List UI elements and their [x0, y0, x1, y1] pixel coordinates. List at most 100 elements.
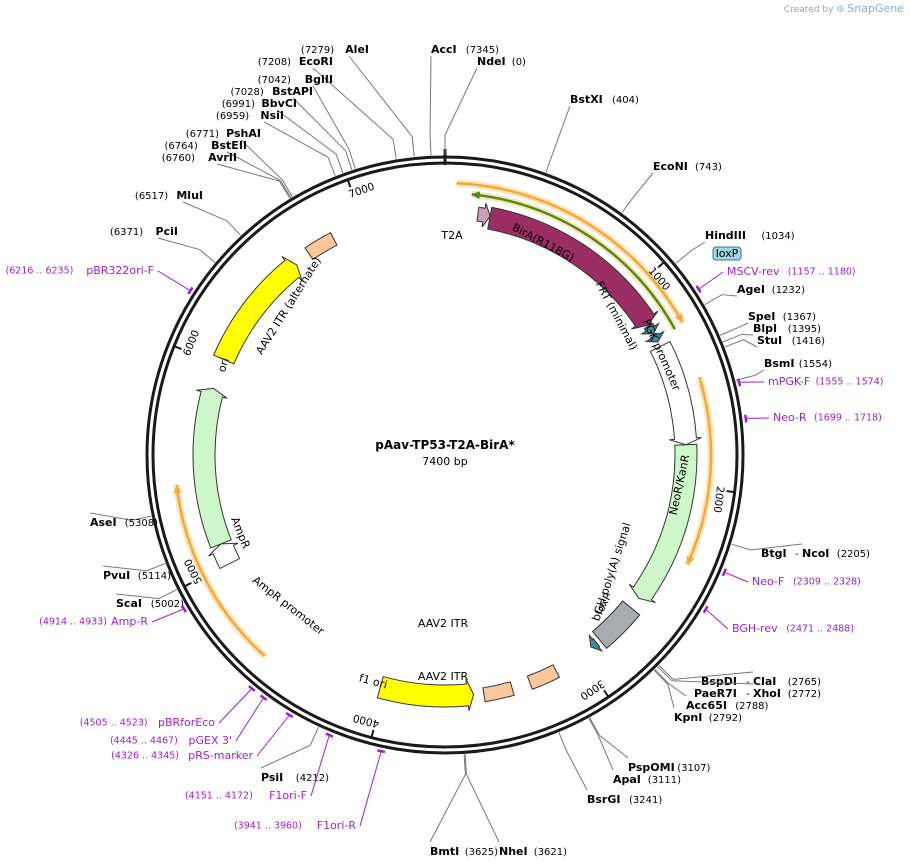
feature-aav2-itr: AAV2 ITR — [418, 670, 515, 703]
site-bbvci: BbvCI(6991) — [222, 97, 344, 174]
site-leader-ext-bsteii — [226, 151, 281, 181]
primer-range-f1ori-f: (4151 .. 4172) — [185, 791, 253, 802]
site-pos-acc65i: (2788) — [735, 701, 768, 712]
feature-shape-bira-r118g — [487, 206, 659, 330]
site-leader-ncoi — [731, 543, 751, 551]
primer-mark-mscv-rev — [695, 285, 702, 294]
primer-name-neo-r: Neo-R — [773, 411, 807, 424]
site-leader-ext-bstxi — [552, 105, 571, 154]
site-leader-ext-ndei — [444, 67, 478, 136]
primer-neo-f: Neo-F(2309 .. 2328) — [721, 568, 861, 588]
primer-leader-bgh-rev — [706, 609, 729, 630]
site-name-bsrgi: BsrGI — [587, 793, 620, 806]
site-pos-pvui: (5114) — [138, 571, 171, 582]
site-leader-ext-bsmi — [754, 369, 765, 376]
primer-leader-f1ori-f — [310, 735, 330, 797]
site-name-hindiii: HindIII — [705, 229, 746, 242]
primer-mscv-rev: MSCV-rev(1157 .. 1180) — [695, 265, 856, 294]
site-name-bspdi: BspDI — [701, 675, 737, 688]
site-nhei: NheI(3621) — [464, 754, 567, 858]
site-leader-pshai — [281, 179, 293, 198]
site-leader-spei — [719, 326, 739, 336]
site-name-pcii: PciI — [156, 225, 178, 238]
tick-6000 — [173, 345, 182, 351]
primer-mark-mpgk-f — [737, 378, 742, 387]
feature-ampr-promoter: AmpR promoter — [208, 542, 327, 638]
site-pos-kpni: (2792) — [709, 713, 742, 724]
site-leader-pvui — [146, 563, 166, 572]
site-pos-nhei: (3621) — [534, 847, 567, 858]
primer-mark-neo-f — [721, 568, 728, 577]
primer-bgh-rev: BGH-rev(2471 .. 2488) — [702, 605, 854, 635]
primer-leader-amp-r — [151, 608, 184, 623]
site-pos-pcii: (6371) — [110, 227, 143, 238]
primer-name-amp-r: Amp-R — [111, 615, 148, 628]
site-pos-asei: (5308) — [125, 518, 158, 529]
primer-amp-r: Amp-R(4914 .. 4933) — [39, 604, 187, 628]
tick-label-7000: 7000 — [347, 181, 376, 201]
site-leader-bsrgi — [558, 732, 568, 752]
site-name-bstapi: BstAPI — [272, 85, 313, 98]
primer-range-neo-r: (1699 .. 1718) — [814, 413, 882, 424]
tick-3000 — [603, 689, 610, 698]
site-name-kpni: KpnI — [674, 711, 702, 724]
primer-name-mpgk-f: mPGK-F — [768, 375, 810, 388]
primer-pgex-3: pGEX 3'(4445 .. 4467) — [110, 694, 268, 747]
primer-mark-pbr322ori-f — [187, 286, 194, 295]
site-leader-ecori — [392, 139, 397, 160]
site-leader-bstxi — [545, 153, 554, 173]
site-leader-ext-ncoi — [750, 543, 803, 551]
site-pos-scai: (5002) — [151, 599, 184, 610]
site-leader-acc65i — [654, 669, 670, 685]
feature-shape-aav2-itr — [482, 681, 515, 703]
site-ncoi: NcoI-(2205) — [731, 543, 870, 560]
tick-label-4000: 4000 — [352, 711, 381, 729]
feature-shape-ampr — [192, 387, 232, 549]
site-pos-mlui: (6517) — [135, 191, 168, 202]
site-leader-ext-clai — [673, 671, 754, 680]
primer-name-mscv-rev: MSCV-rev — [727, 265, 780, 278]
site-hindiii: HindIII(1034) — [675, 229, 795, 264]
feature-shape-loxp — [644, 330, 665, 343]
feature-shape-ori — [212, 255, 303, 365]
site-pos-econi: (743) — [695, 162, 722, 173]
feature-shape-pgk-promoter — [649, 340, 702, 446]
site-pos-bmti: (3625) — [465, 847, 498, 858]
primer-range-prs-marker: (4326 .. 4345) — [111, 751, 179, 762]
site-name-pvui: PvuI — [103, 569, 130, 582]
site-nsii: NsiI(6959) — [216, 109, 336, 176]
site-name-bmti: BmtI — [430, 845, 459, 858]
primer-mark-amp-r — [180, 604, 187, 613]
tick-label-2000: 2000 — [711, 485, 726, 513]
primer-name-f1ori-r: F1ori-R — [317, 819, 357, 832]
feature-label-ori: ori — [215, 356, 232, 374]
primer-range-bgh-rev: (2471 .. 2488) — [786, 624, 854, 635]
primer-leader-mscv-rev — [699, 271, 724, 290]
primer-f1ori-f: F1ori-F(4151 .. 4172) — [185, 732, 334, 802]
site-leader-bstapi — [345, 150, 353, 170]
site-pos-bbvci: (6991) — [222, 99, 255, 110]
site-leader-pspomi — [589, 717, 600, 736]
site-leader-ext-blpi — [741, 333, 754, 336]
feature-shape-loxp — [588, 633, 604, 653]
primer-name-prs-marker: pRS-marker — [188, 749, 253, 762]
feature-loxp: loxP — [644, 246, 742, 343]
site-name-bglii: BglII — [305, 73, 333, 86]
site-leader-apai — [588, 718, 599, 737]
primer-mpgk-f: mPGK-F(1555 .. 1574) — [737, 375, 883, 388]
feature-shape-frt-minimal — [639, 322, 660, 335]
primer-neo-r: Neo-R (1699 .. 1718) — [744, 411, 882, 424]
site-name-pshai: PshAI — [226, 127, 261, 140]
site-leader-bmti — [463, 754, 466, 775]
site-name-bsteii: BstEII — [211, 139, 247, 152]
site-leader-ext-apai — [597, 735, 614, 771]
site-leader-bglii — [348, 149, 356, 169]
site-agei: AgeI(1232) — [704, 283, 805, 306]
tick-7000 — [346, 179, 352, 188]
site-pshai: PshAI(6771) — [186, 127, 293, 198]
site-bstxi: BstXI(404) — [545, 93, 639, 173]
site-pspomi: PspOMI(3107) — [589, 717, 711, 774]
site-pos-stui: (1416) — [792, 336, 825, 347]
primer-leader-pgex-3 — [235, 698, 264, 742]
feature-label-loxp: loxP — [716, 247, 739, 260]
